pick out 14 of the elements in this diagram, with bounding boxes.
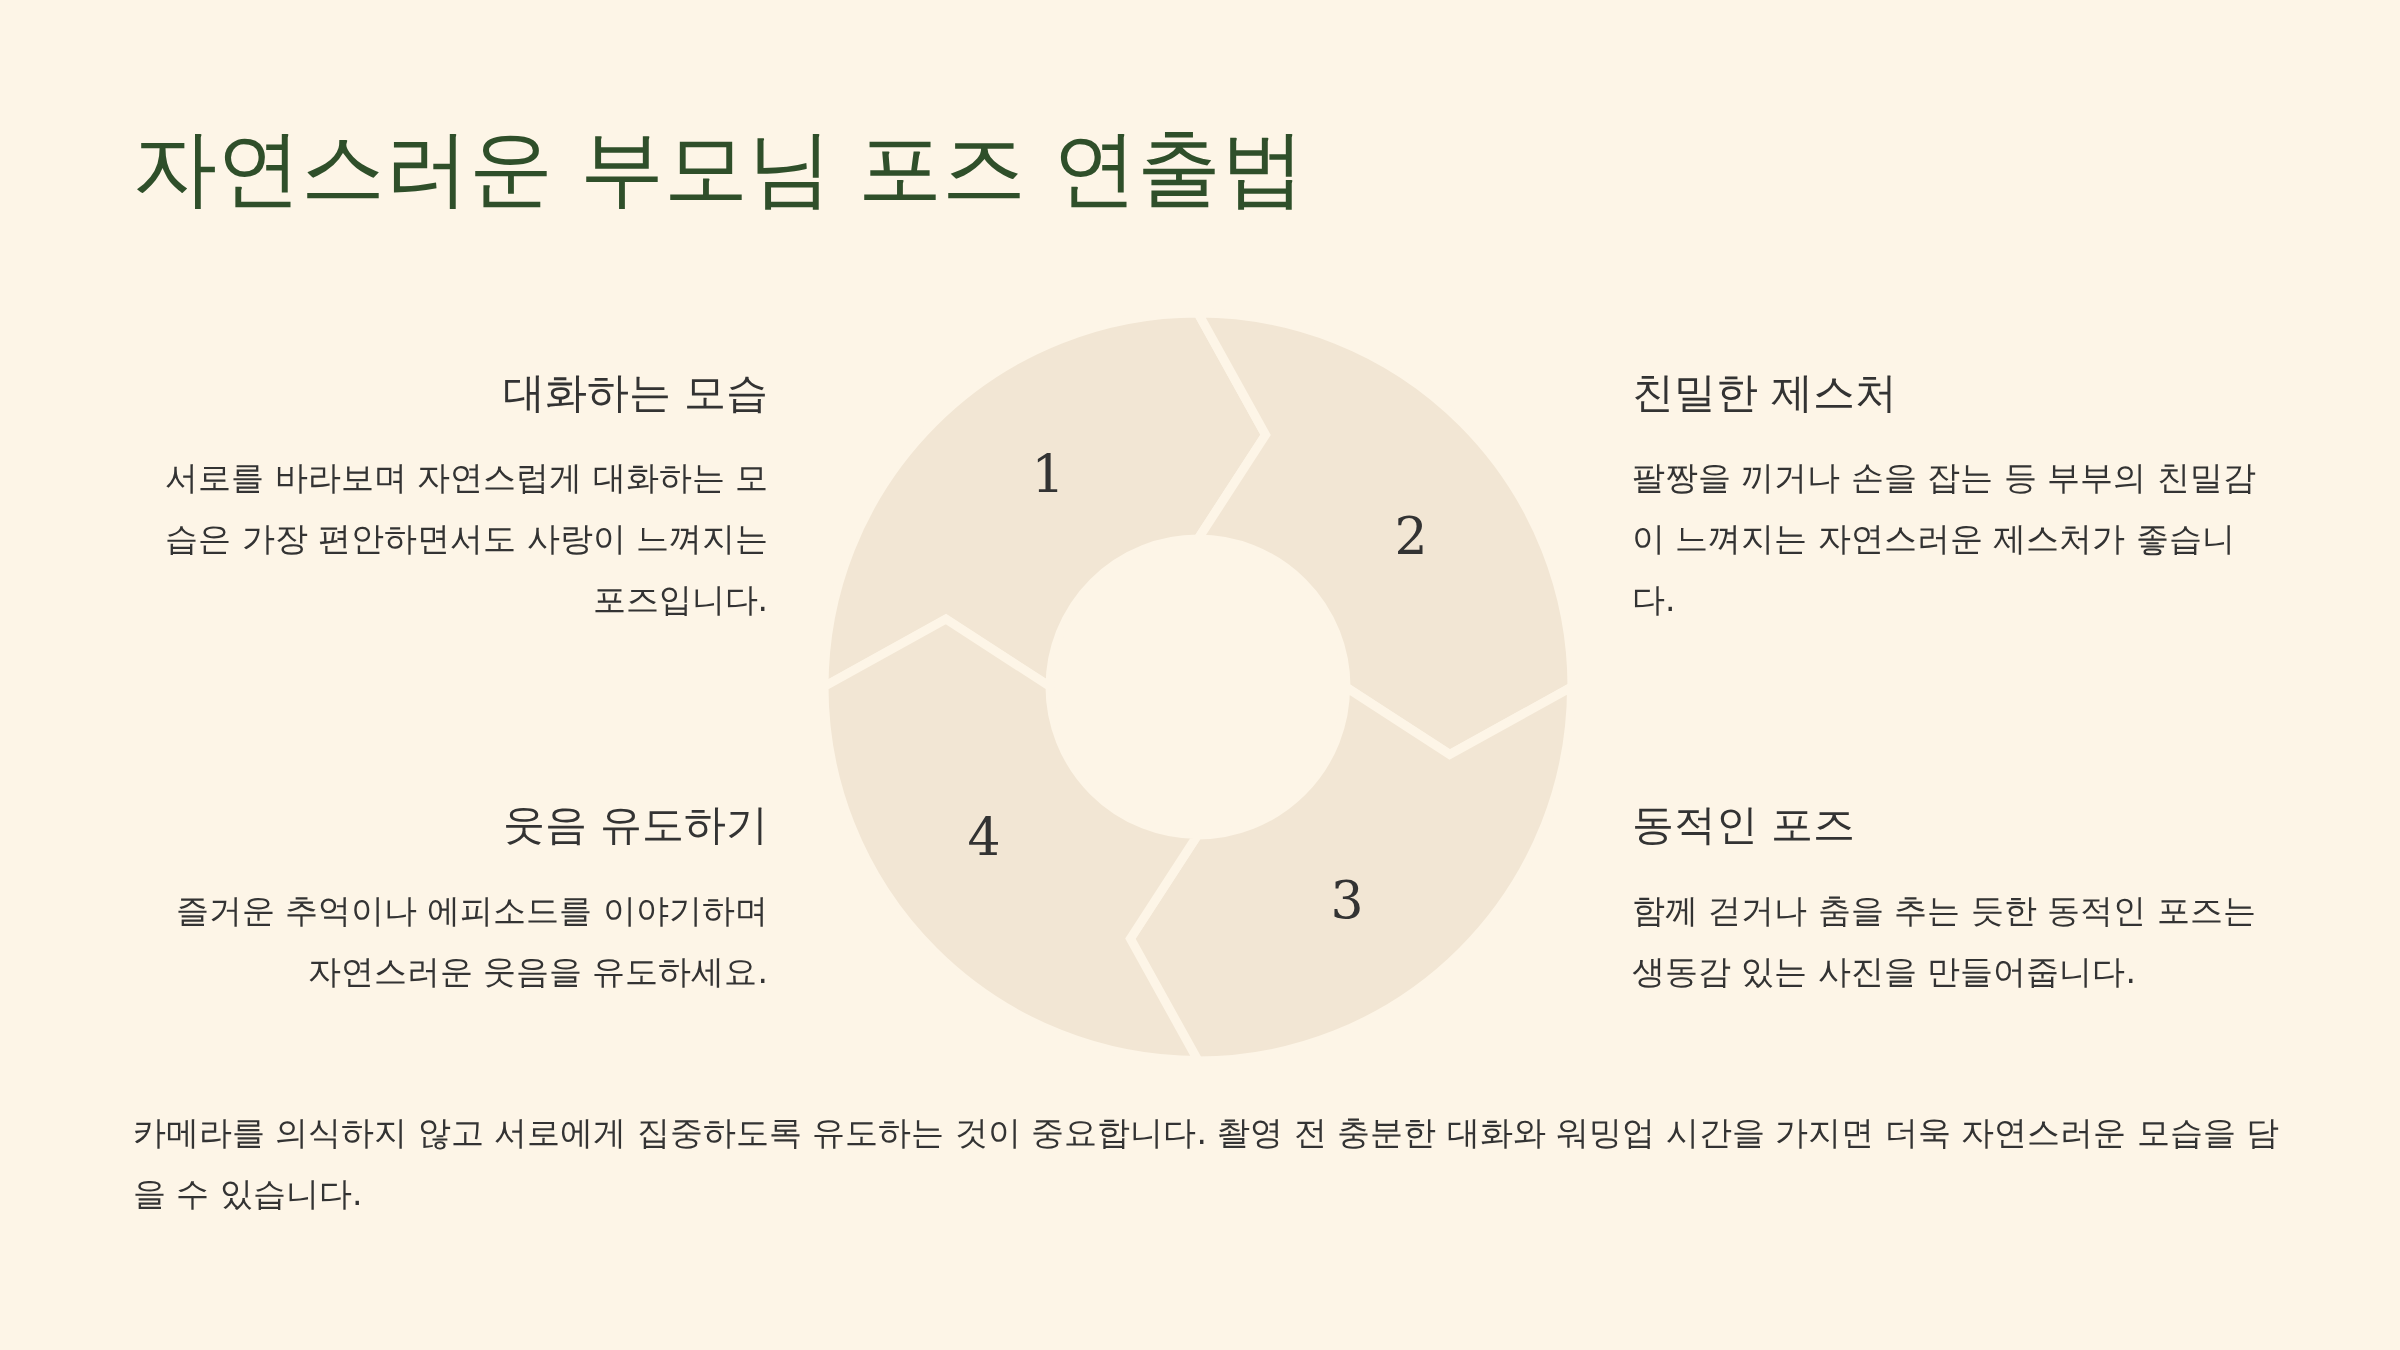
paragraph: 카메라를 의식하지 않고 서로에게 집중하도록 유도하는 것이 중요합니다. 촬영 전 충분한 대화와 워밍업 시간을 가지면 더욱 자연스러운 모습을 담을 수 있습니다. (133, 1112, 2281, 1215)
step-number: 1 (1031, 448, 1065, 500)
step-number: 3 (1330, 874, 1364, 926)
title: 자연스러운 부모님 포즈 연출법 (133, 118, 1306, 219)
heading: 친밀한 제스처 (1632, 368, 1899, 419)
paragraph: 즐거운 추억이나 에피소드를 이야기하며 자연스러운 웃음을 유도하세요. (174, 890, 768, 993)
heading: 웃음 유도하기 (501, 800, 768, 851)
paragraph: 함께 걷거나 춤을 추는 듯한 동적인 포즈는 생동감 있는 사진을 만들어줍니다. (1632, 890, 2257, 993)
heading: 대화하는 모습 (501, 368, 768, 419)
step-number: 4 (967, 811, 1001, 863)
paragraph: 서로를 바라보며 자연스럽게 대화하는 모습은 가장 편안하면서도 사랑이 느껴지는 포즈입니다. (164, 457, 768, 621)
heading: 동적인 포즈 (1632, 800, 1857, 851)
step-number: 2 (1394, 510, 1428, 562)
paragraph: 팔짱을 끼거나 손을 잡는 등 부부의 친밀감이 느껴지는 자연스러운 제스처가 좋습니다. (1632, 457, 2257, 621)
